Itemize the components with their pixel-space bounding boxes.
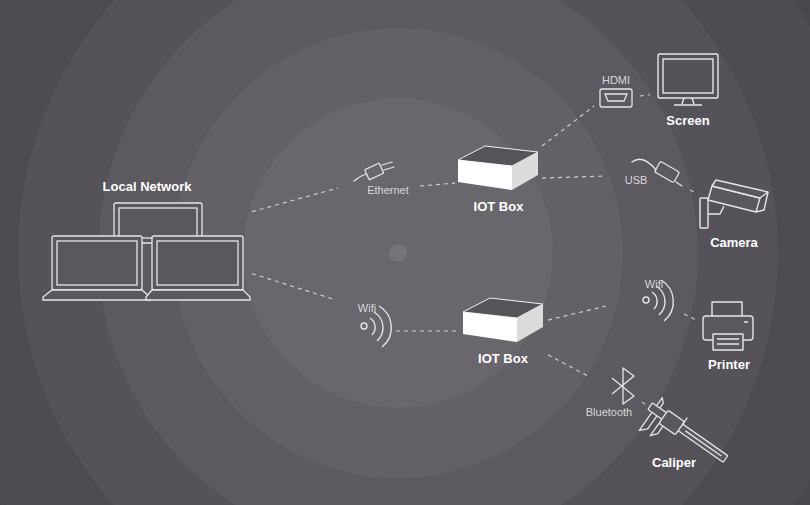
device-node: Screen (650, 52, 726, 128)
device-node: IOT Box (455, 145, 542, 214)
device-label: Camera (710, 235, 758, 250)
dashed-connector (548, 355, 648, 407)
device-label: Caliper (652, 455, 696, 470)
dashed-connector (252, 274, 458, 331)
bluetooth-icon (612, 368, 634, 404)
iot-box-icon (463, 298, 543, 342)
device-label: Printer (708, 357, 750, 372)
caliper-icon (635, 395, 733, 481)
connection-label: Ethernet (367, 184, 409, 197)
device-node: Camera (695, 175, 773, 250)
laptops-icon (43, 203, 250, 300)
device-node: Local Network (42, 179, 252, 302)
device-label: Screen (666, 113, 709, 128)
ethernet-icon (354, 162, 394, 181)
device-node: Caliper (648, 400, 726, 470)
screen-icon (658, 54, 718, 105)
connection-label: Wifi (645, 278, 663, 291)
connection-label: Wifi (358, 302, 376, 315)
hdmi-icon (600, 89, 632, 107)
device-label: IOT Box (478, 351, 528, 366)
printer-icon (703, 302, 753, 350)
camera-icon (700, 180, 768, 228)
device-node: IOT Box (458, 296, 548, 366)
device-label: IOT Box (474, 199, 524, 214)
dashed-connector (252, 183, 455, 212)
connection-label: HDMI (602, 74, 630, 87)
device-label: Local Network (103, 179, 192, 194)
dashed-connector (542, 95, 650, 146)
dashed-connector (542, 176, 695, 193)
device-node: Printer (698, 300, 760, 372)
iot-box-icon (458, 146, 538, 190)
connection-label: Bluetooth (586, 406, 632, 419)
dashed-connector (548, 306, 698, 321)
connection-label: USB (625, 174, 648, 187)
